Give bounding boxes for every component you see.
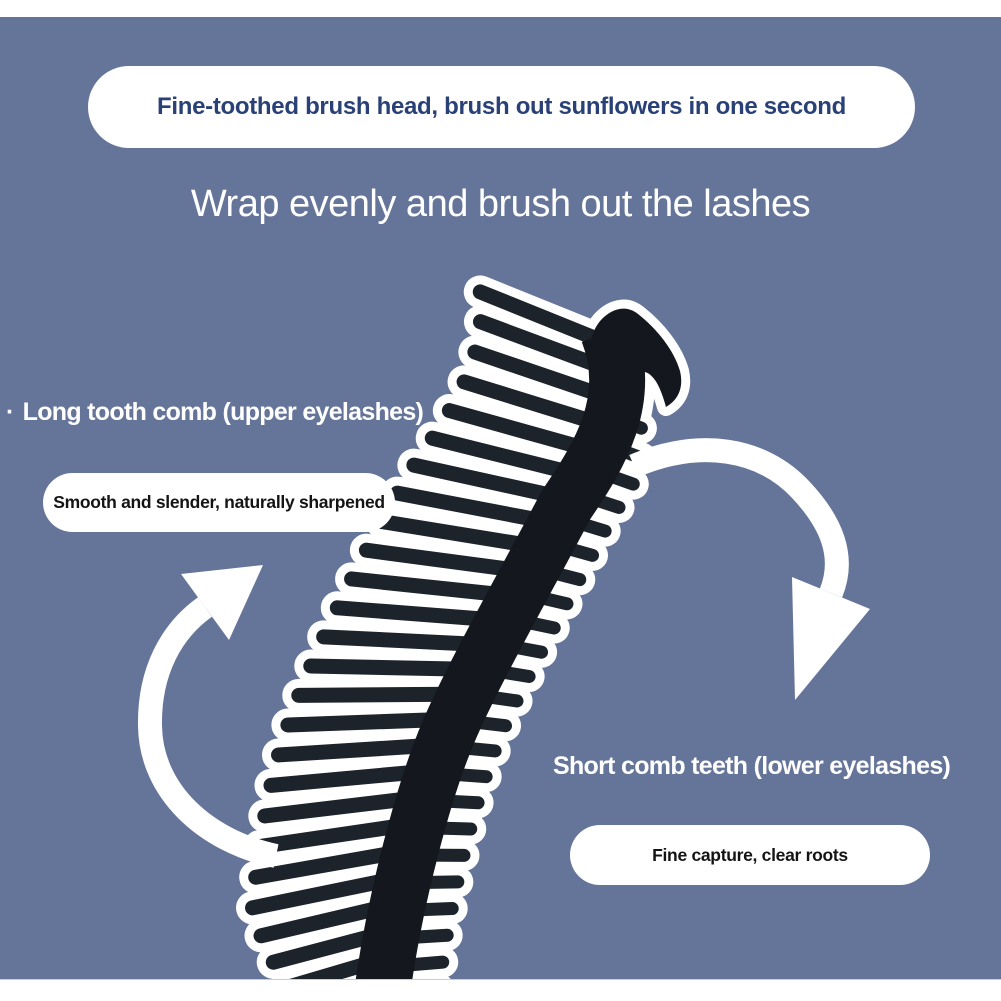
lower-feature-pill: Fine capture, clear roots: [570, 825, 930, 885]
headline-banner: Fine-toothed brush head, brush out sunfl…: [88, 66, 915, 148]
headline-text: Fine-toothed brush head, brush out sunfl…: [157, 93, 846, 120]
upper-eyelashes-label: · Long tooth comb (upper eyelashes): [6, 398, 424, 427]
bottom-white-strip: [0, 979, 1001, 1001]
upper-feature-pill: Smooth and slender, naturally sharpened: [43, 473, 395, 532]
upper-eyelashes-label-text: Long tooth comb (upper eyelashes): [22, 398, 424, 426]
subtitle-text: Wrap evenly and brush out the lashes: [190, 183, 811, 225]
lower-eyelashes-label: Short comb teeth (lower eyelashes): [553, 752, 951, 781]
upper-feature-pill-text: Smooth and slender, naturally sharpened: [53, 492, 385, 512]
curved-arrow-down-icon: [629, 438, 870, 700]
curved-arrow-up-icon: [137, 565, 279, 868]
lower-feature-pill-text: Fine capture, clear roots: [652, 844, 848, 865]
top-white-strip: [0, 0, 1001, 17]
label-bullet: ·: [6, 398, 14, 426]
lower-eyelashes-label-text: Short comb teeth (lower eyelashes): [553, 752, 951, 780]
